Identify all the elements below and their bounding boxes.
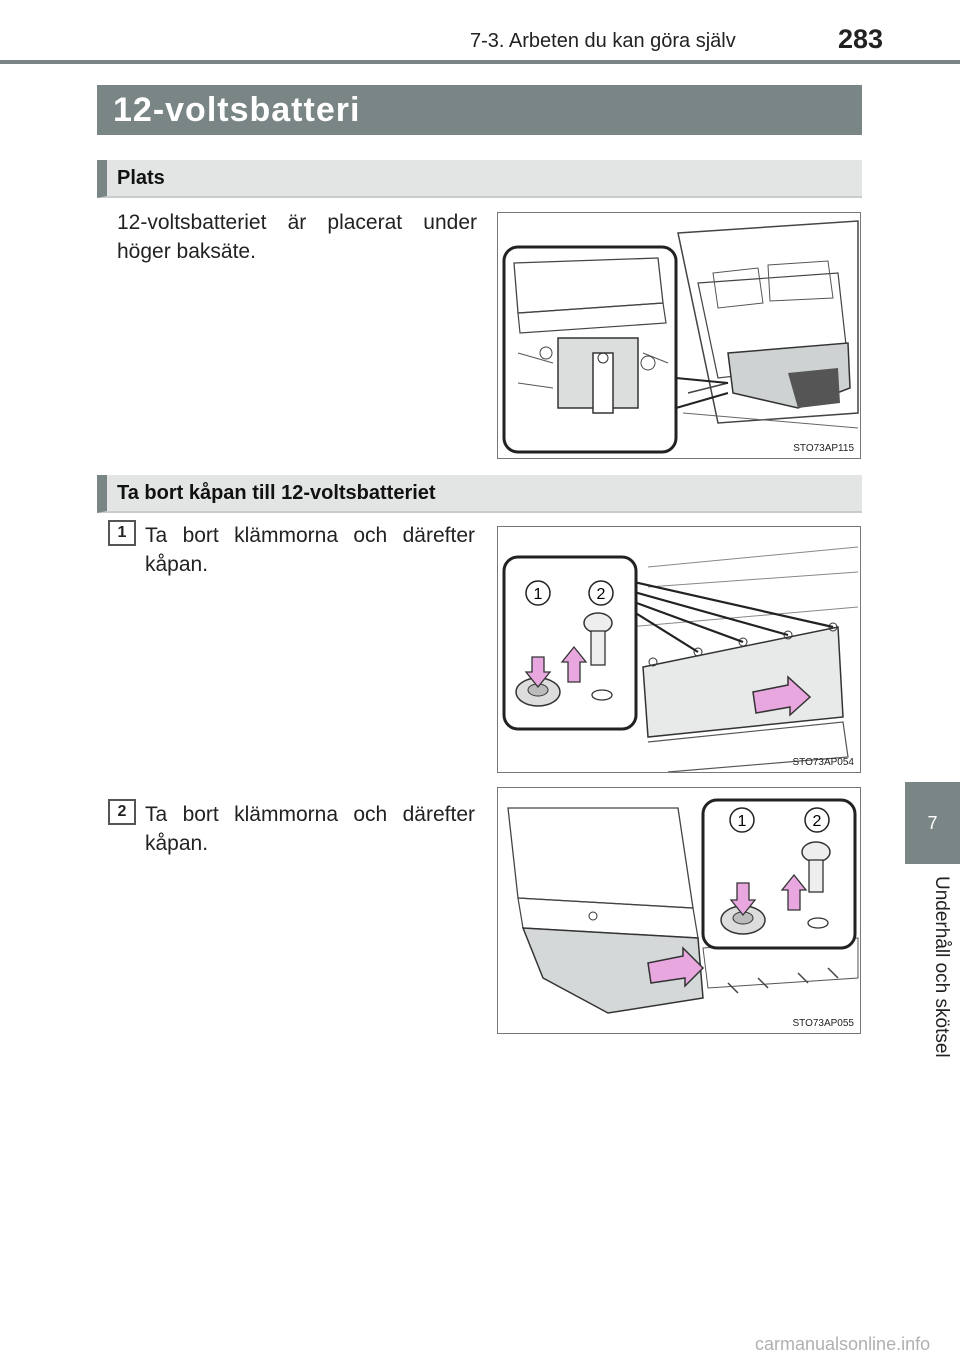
step-badge: 1	[108, 520, 136, 546]
subheading-location: Plats	[97, 160, 862, 198]
page-title: 12-voltsbatteri	[97, 85, 862, 135]
subheading-remove-cover: Ta bort kåpan till 12-voltsbatteriet	[97, 475, 862, 513]
callout-2: 2	[597, 586, 606, 603]
header-rule	[0, 60, 960, 64]
figure-battery-location: STO73AP115	[497, 212, 861, 459]
callout-1: 1	[738, 813, 747, 830]
battery-location-illustration	[498, 213, 860, 458]
callout-1: 1	[534, 586, 543, 603]
step-1-illustration: 1 2	[498, 527, 860, 772]
step-2-illustration: 1 2	[498, 788, 860, 1033]
figure-step-1: 1 2 STO73AP054	[497, 526, 861, 773]
watermark: carmanualsonline.info	[755, 1334, 931, 1354]
chapter-tab[interactable]: 7	[905, 782, 960, 864]
figure-code: STO73AP054	[792, 757, 854, 768]
step-text: Ta bort klämmorna och därefter kåpan.	[145, 803, 475, 855]
page-number: 283	[838, 24, 884, 54]
chapter-label: Underhåll och skötsel	[931, 876, 952, 1058]
figure-step-2: 1 2 STO73AP055	[497, 787, 861, 1034]
step-badge: 2	[108, 799, 136, 825]
figure-code: STO73AP115	[793, 443, 854, 454]
figure-code: STO73AP055	[792, 1018, 854, 1029]
location-text: 12-voltsbatteriet är placerat under höge…	[117, 211, 477, 263]
section-title: 7-3. Arbeten du kan göra själv	[470, 30, 736, 52]
callout-2: 2	[813, 813, 822, 830]
step-text: Ta bort klämmorna och därefter kåpan.	[145, 524, 475, 576]
